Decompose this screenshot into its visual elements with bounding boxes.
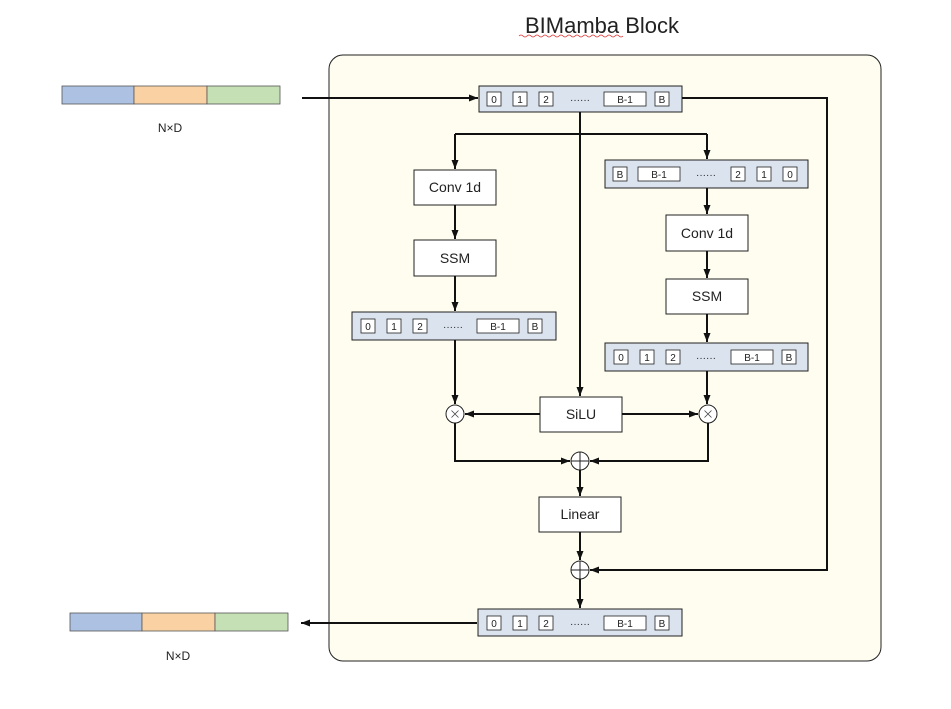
svg-text:Conv 1d: Conv 1d [429, 179, 481, 195]
svg-text:B-1: B-1 [617, 95, 633, 106]
output-segment-3 [214, 612, 289, 632]
svg-text:B: B [617, 170, 624, 181]
left-result-sequence: 0 1 2 ······ B-1 B [351, 311, 557, 341]
sum-plus-icon [570, 451, 590, 471]
svg-text:1: 1 [517, 619, 523, 630]
left-multiply-icon [445, 404, 465, 424]
svg-text:SSM: SSM [692, 288, 722, 304]
output-tensor [69, 612, 289, 632]
svg-text:······: ······ [443, 322, 463, 333]
diagram-title: BIMamba Block [525, 13, 680, 38]
svg-text:1: 1 [391, 322, 397, 333]
linear-node: Linear [538, 496, 622, 533]
input-segment-3 [206, 85, 281, 105]
svg-text:SSM: SSM [440, 250, 470, 266]
spellcheck-underline [518, 34, 624, 38]
output-segment-2 [141, 612, 216, 632]
svg-text:0: 0 [491, 95, 497, 106]
svg-text:2: 2 [417, 322, 423, 333]
input-tensor [61, 85, 281, 105]
arrow-left-multiply-to-sum [454, 423, 570, 465]
svg-text:1: 1 [644, 353, 650, 364]
input-sequence: 0 1 2 ······ B-1 B [478, 85, 683, 113]
connectors [301, 94, 828, 627]
svg-text:B-1: B-1 [651, 170, 667, 181]
output-segment-1 [69, 612, 143, 632]
input-segment-1 [61, 85, 135, 105]
right-result-sequence: 0 1 2 ······ B-1 B [604, 342, 809, 372]
output-sequence: 0 1 2 ······ B-1 B [477, 608, 683, 637]
svg-text:B-1: B-1 [744, 353, 760, 364]
svg-text:Conv 1d: Conv 1d [681, 225, 733, 241]
svg-text:······: ······ [696, 170, 716, 181]
right-conv1d-node: Conv 1d [665, 214, 749, 252]
input-segment-2 [133, 85, 208, 105]
svg-text:B-1: B-1 [617, 619, 633, 630]
svg-text:SiLU: SiLU [566, 406, 596, 422]
svg-text:0: 0 [365, 322, 371, 333]
input-dim-label: N×D [158, 121, 183, 135]
output-dim-label: N×D [166, 649, 191, 663]
arrow-right-multiply-to-sum [590, 423, 709, 465]
left-ssm-node: SSM [413, 239, 497, 277]
svg-text:2: 2 [735, 170, 741, 181]
right-ssm-node: SSM [665, 278, 749, 315]
svg-text:B: B [659, 95, 666, 106]
svg-text:······: ······ [570, 95, 590, 106]
svg-text:B: B [659, 619, 666, 630]
svg-text:2: 2 [543, 619, 549, 630]
svg-text:2: 2 [670, 353, 676, 364]
arrow-residual-skip [590, 97, 828, 574]
left-conv1d-node: Conv 1d [413, 169, 497, 206]
svg-text:1: 1 [761, 170, 767, 181]
svg-text:B: B [532, 322, 539, 333]
svg-text:0: 0 [618, 353, 624, 364]
residual-plus-icon [570, 560, 590, 580]
svg-text:B-1: B-1 [490, 322, 506, 333]
svg-text:Linear: Linear [561, 506, 600, 522]
svg-text:2: 2 [543, 95, 549, 106]
right-multiply-icon [698, 404, 718, 424]
svg-text:1: 1 [517, 95, 523, 106]
svg-text:······: ······ [570, 619, 590, 630]
silu-node: SiLU [539, 396, 623, 433]
svg-text:B: B [786, 353, 793, 364]
reversed-sequence: B B-1 ······ 2 1 0 [604, 159, 809, 189]
svg-text:0: 0 [787, 170, 793, 181]
svg-text:0: 0 [491, 619, 497, 630]
svg-text:······: ······ [696, 353, 716, 364]
